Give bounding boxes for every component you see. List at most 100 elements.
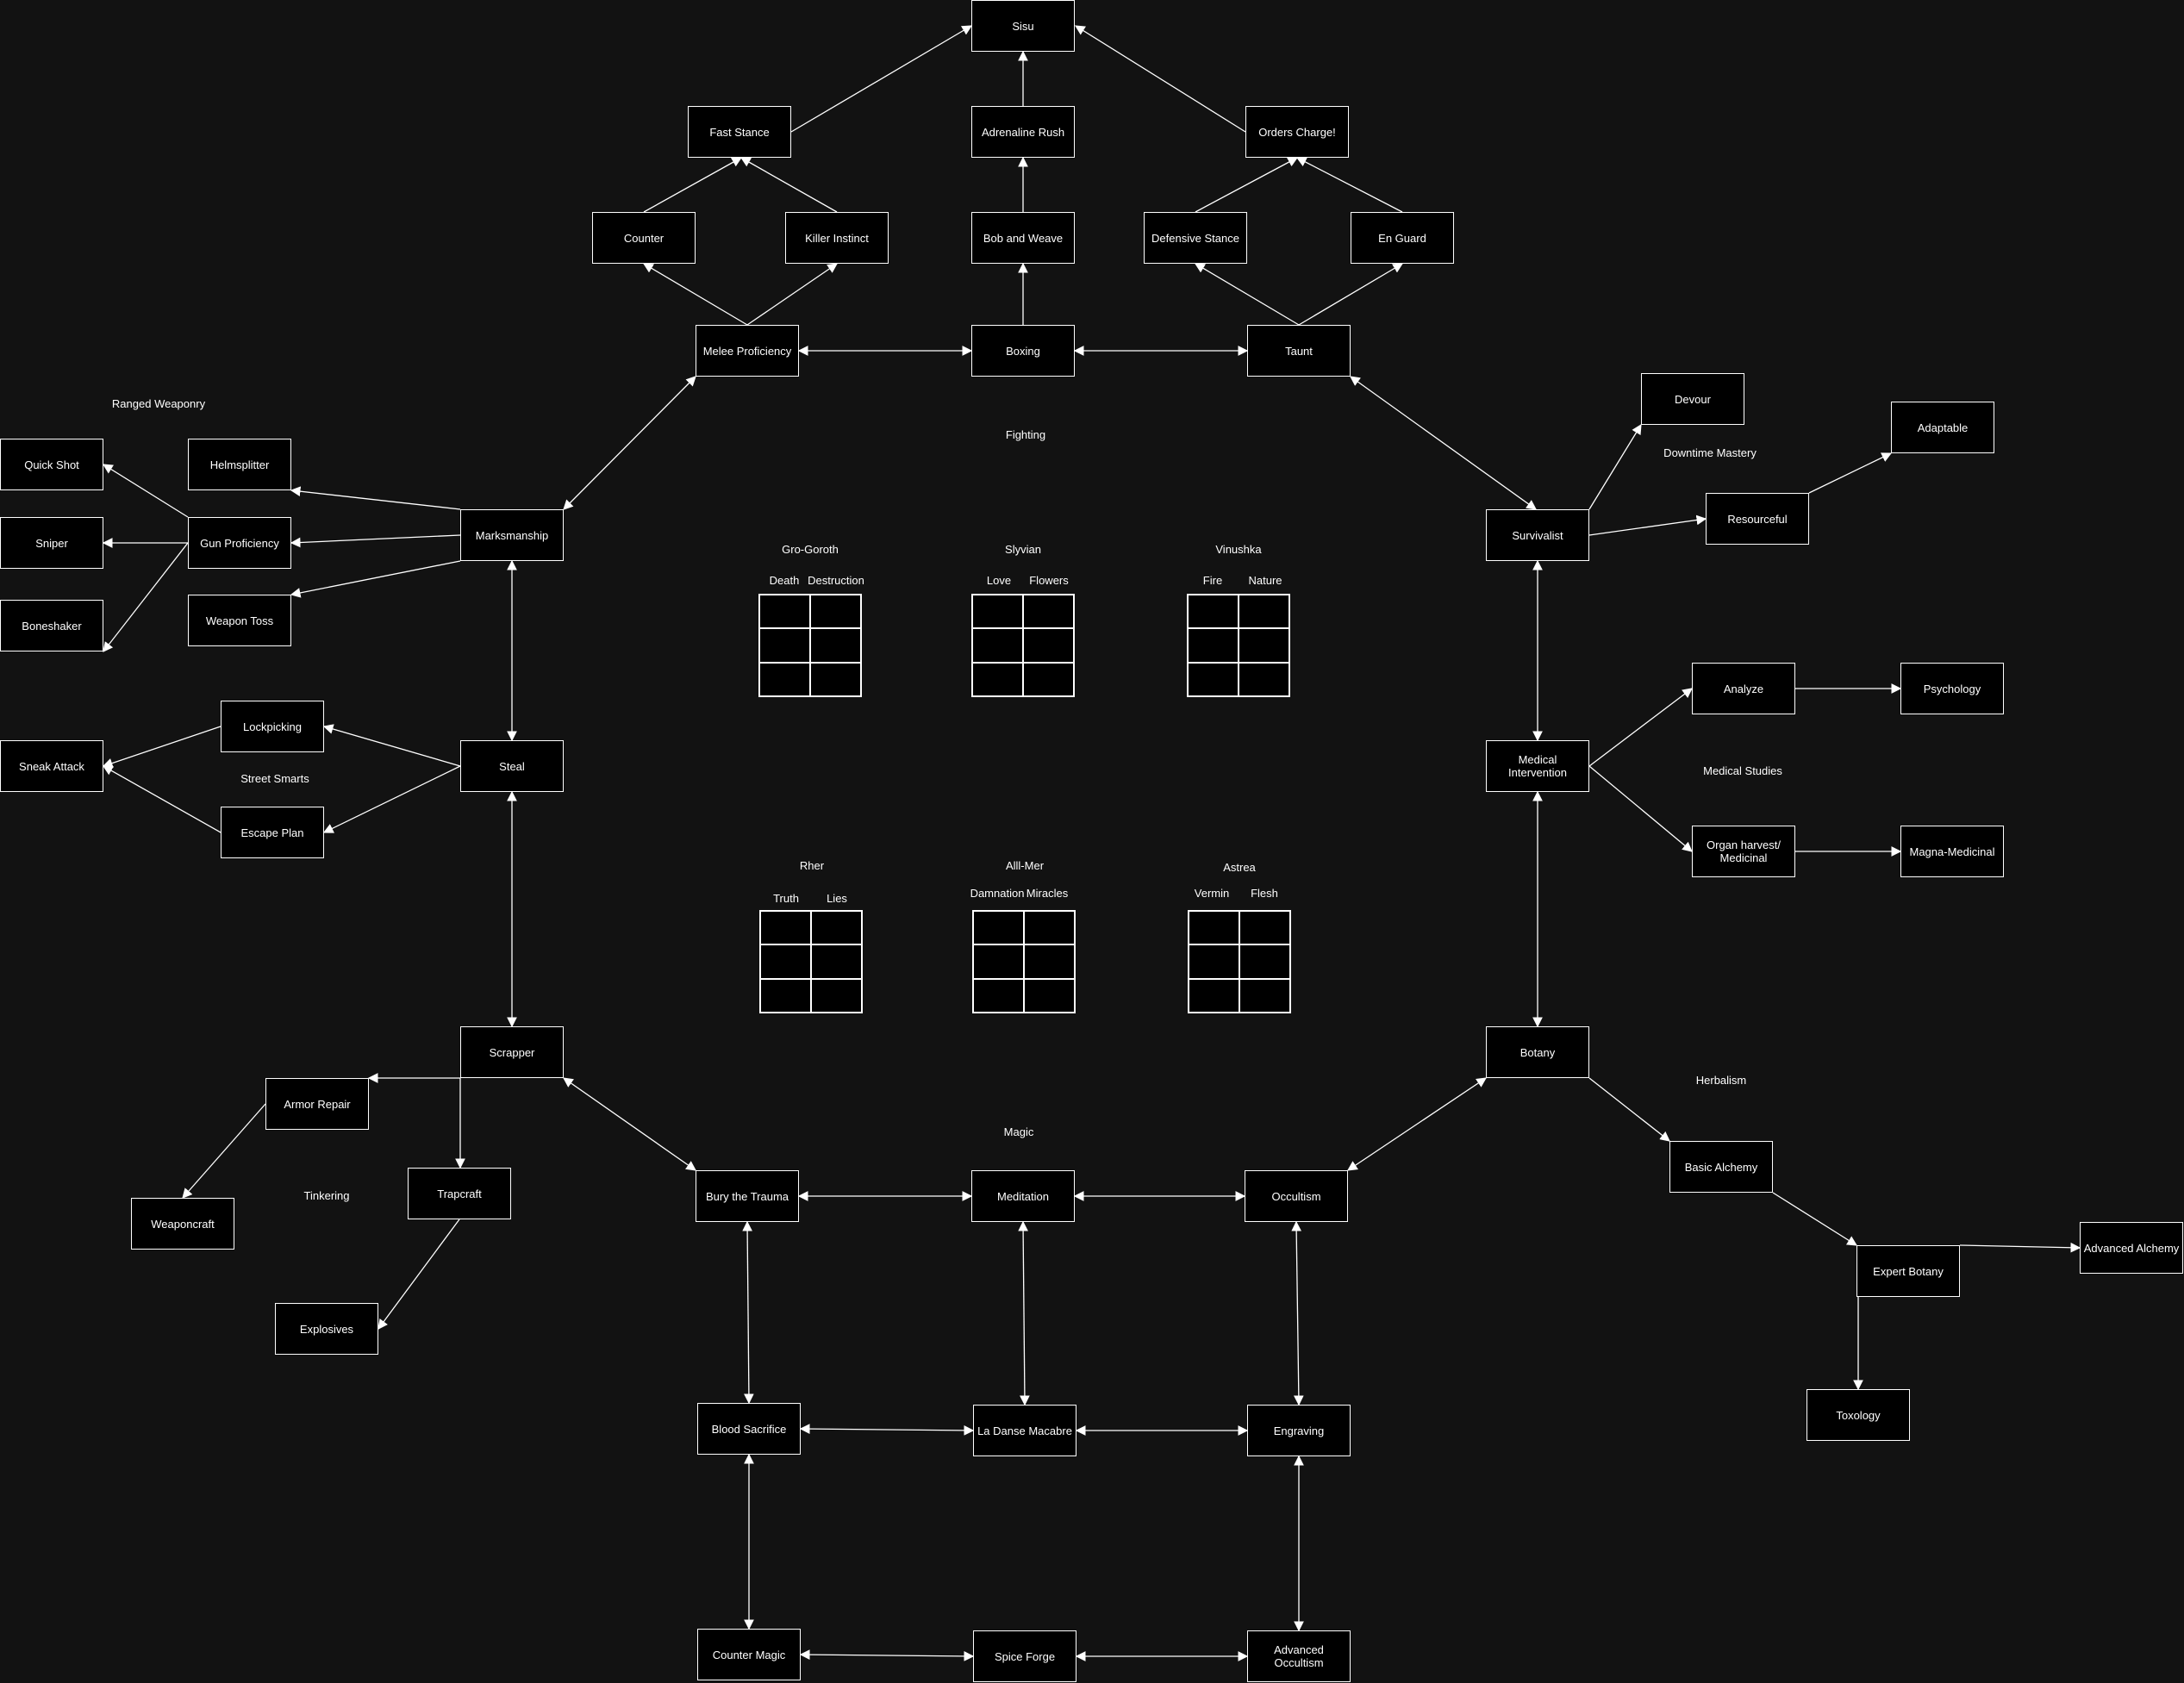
deity-name-alll-mer: Alll-Mer [1005, 859, 1045, 872]
skill-node-defensive-stance[interactable]: Defensive Stance [1144, 212, 1247, 264]
skill-node-boneshaker[interactable]: Boneshaker [0, 600, 103, 651]
skill-node-basic-alchemy[interactable]: Basic Alchemy [1669, 1141, 1773, 1193]
skill-node-steal[interactable]: Steal [460, 740, 564, 792]
skill-node-la-danse-macabre[interactable]: La Danse Macabre [973, 1405, 1076, 1456]
skill-node-expert-botany[interactable]: Expert Botany [1856, 1245, 1960, 1297]
skill-node-lockpicking[interactable]: Lockpicking [221, 701, 324, 752]
skill-node-sneak-attack[interactable]: Sneak Attack [0, 740, 103, 792]
skill-node-adaptable[interactable]: Adaptable [1891, 402, 1994, 453]
skill-node-bob-and-weave[interactable]: Bob and Weave [971, 212, 1075, 264]
grid-cell[interactable] [1188, 662, 1239, 696]
grid-cell[interactable] [1189, 944, 1239, 979]
grid-cell[interactable] [972, 628, 1023, 663]
skill-node-trapcraft[interactable]: Trapcraft [408, 1168, 511, 1219]
grid-cell[interactable] [810, 628, 861, 663]
grid-cell[interactable] [759, 595, 810, 629]
skill-node-marksmanship[interactable]: Marksmanship [460, 509, 564, 561]
skill-node-sisu[interactable]: Sisu [971, 0, 1075, 52]
skill-node-resourceful[interactable]: Resourceful [1706, 493, 1809, 545]
grid-cell[interactable] [1023, 595, 1074, 629]
skill-node-counter[interactable]: Counter [592, 212, 696, 264]
grid-cell[interactable] [759, 662, 810, 696]
grid-cell[interactable] [759, 628, 810, 663]
skill-node-escape-plan[interactable]: Escape Plan [221, 807, 324, 858]
skill-node-weapon-toss[interactable]: Weapon Toss [188, 595, 291, 646]
grid-cell[interactable] [811, 978, 862, 1013]
grid-cell[interactable] [1239, 662, 1289, 696]
skill-node-analyze[interactable]: Analyze [1692, 663, 1795, 714]
grid-cell[interactable] [973, 911, 1024, 945]
skill-node-psychology[interactable]: Psychology [1900, 663, 2004, 714]
melee-to-killer [746, 263, 838, 326]
grid-cell[interactable] [760, 944, 811, 979]
grid-cell[interactable] [973, 944, 1024, 979]
skill-node-gun-proficiency[interactable]: Gun Proficiency [188, 517, 291, 569]
grid-cell[interactable] [810, 595, 861, 629]
grid-cell[interactable] [1239, 978, 1290, 1013]
skill-node-scrapper[interactable]: Scrapper [460, 1026, 564, 1078]
grid-cell[interactable] [1239, 628, 1289, 663]
section-label-herbalism: Herbalism [1695, 1074, 1747, 1087]
skill-node-quick-shot[interactable]: Quick Shot [0, 439, 103, 490]
grid-cell[interactable] [972, 662, 1023, 696]
skill-node-boxing[interactable]: Boxing [971, 325, 1075, 377]
grid-cell[interactable] [1023, 628, 1074, 663]
skill-node-spice-forge[interactable]: Spice Forge [973, 1630, 1076, 1682]
domain-label-destruction: Destruction [808, 574, 864, 587]
grid-cell[interactable] [1239, 944, 1290, 979]
skill-node-counter-magic[interactable]: Counter Magic [697, 1629, 801, 1680]
skill-node-toxology[interactable]: Toxology [1806, 1389, 1910, 1441]
skill-node-taunt[interactable]: Taunt [1247, 325, 1351, 377]
skill-node-botany[interactable]: Botany [1486, 1026, 1589, 1078]
skill-node-blood-sacrifice[interactable]: Blood Sacrifice [697, 1403, 801, 1455]
skill-node-devour[interactable]: Devour [1641, 373, 1744, 425]
skill-node-explosives[interactable]: Explosives [275, 1303, 378, 1355]
skill-node-helmsplitter[interactable]: Helmsplitter [188, 439, 291, 490]
grid-cell[interactable] [1189, 911, 1239, 945]
taunt-to-defensive [1194, 263, 1300, 326]
skill-node-engraving[interactable]: Engraving [1247, 1405, 1351, 1456]
bury-blood [742, 1220, 754, 1405]
skill-node-adrenaline-rush[interactable]: Adrenaline Rush [971, 106, 1075, 158]
skill-node-killer-instinct[interactable]: Killer Instinct [785, 212, 889, 264]
domain-label-nature: Nature [1248, 574, 1282, 587]
grid-cell[interactable] [1024, 911, 1075, 945]
grid-cell[interactable] [760, 911, 811, 945]
blood-danse [799, 1424, 975, 1436]
skill-node-medical-intervention[interactable]: Medical Intervention [1486, 740, 1589, 792]
skill-node-survivalist[interactable]: Survivalist [1486, 509, 1589, 561]
skill-node-armor-repair[interactable]: Armor Repair [265, 1078, 369, 1130]
grid-cell[interactable] [1189, 978, 1239, 1013]
counter-spice [799, 1649, 975, 1661]
skill-node-meditation[interactable]: Meditation [971, 1170, 1075, 1222]
skill-node-advanced-occultism[interactable]: Advanced Occultism [1247, 1630, 1351, 1682]
grid-cell[interactable] [973, 978, 1024, 1013]
skill-node-weaponcraft[interactable]: Weaponcraft [131, 1198, 234, 1250]
grid-cell[interactable] [1239, 911, 1290, 945]
skill-node-en-guard[interactable]: En Guard [1351, 212, 1454, 264]
grid-cell[interactable] [1239, 595, 1289, 629]
meditation-danse [1018, 1220, 1030, 1406]
skill-node-sniper[interactable]: Sniper [0, 517, 103, 569]
grid-cell[interactable] [1188, 595, 1239, 629]
skill-node-bury-the-trauma[interactable]: Bury the Trauma [696, 1170, 799, 1222]
skill-node-magna-medicinal[interactable]: Magna-Medicinal [1900, 826, 2004, 877]
grid-cell[interactable] [810, 662, 861, 696]
grid-cell[interactable] [811, 911, 862, 945]
section-label-ranged-weaponry: Ranged Weaponry [111, 397, 206, 410]
skill-node-occultism[interactable]: Occultism [1245, 1170, 1348, 1222]
grid-cell[interactable] [1024, 978, 1075, 1013]
grid-cell[interactable] [972, 595, 1023, 629]
domain-label-miracles: Miracles [1026, 887, 1069, 900]
skill-node-organ-harvest[interactable]: Organ harvest/ Medicinal [1692, 826, 1795, 877]
grid-cell[interactable] [760, 978, 811, 1013]
grid-cell[interactable] [811, 944, 862, 979]
grid-cell[interactable] [1188, 628, 1239, 663]
defensive-to-orders [1195, 157, 1299, 213]
skill-node-advanced-alchemy[interactable]: Advanced Alchemy [2080, 1222, 2183, 1274]
skill-node-melee-proficiency[interactable]: Melee Proficiency [696, 325, 799, 377]
skill-node-fast-stance[interactable]: Fast Stance [688, 106, 791, 158]
grid-cell[interactable] [1023, 662, 1074, 696]
skill-node-orders-charge[interactable]: Orders Charge! [1245, 106, 1349, 158]
grid-cell[interactable] [1024, 944, 1075, 979]
